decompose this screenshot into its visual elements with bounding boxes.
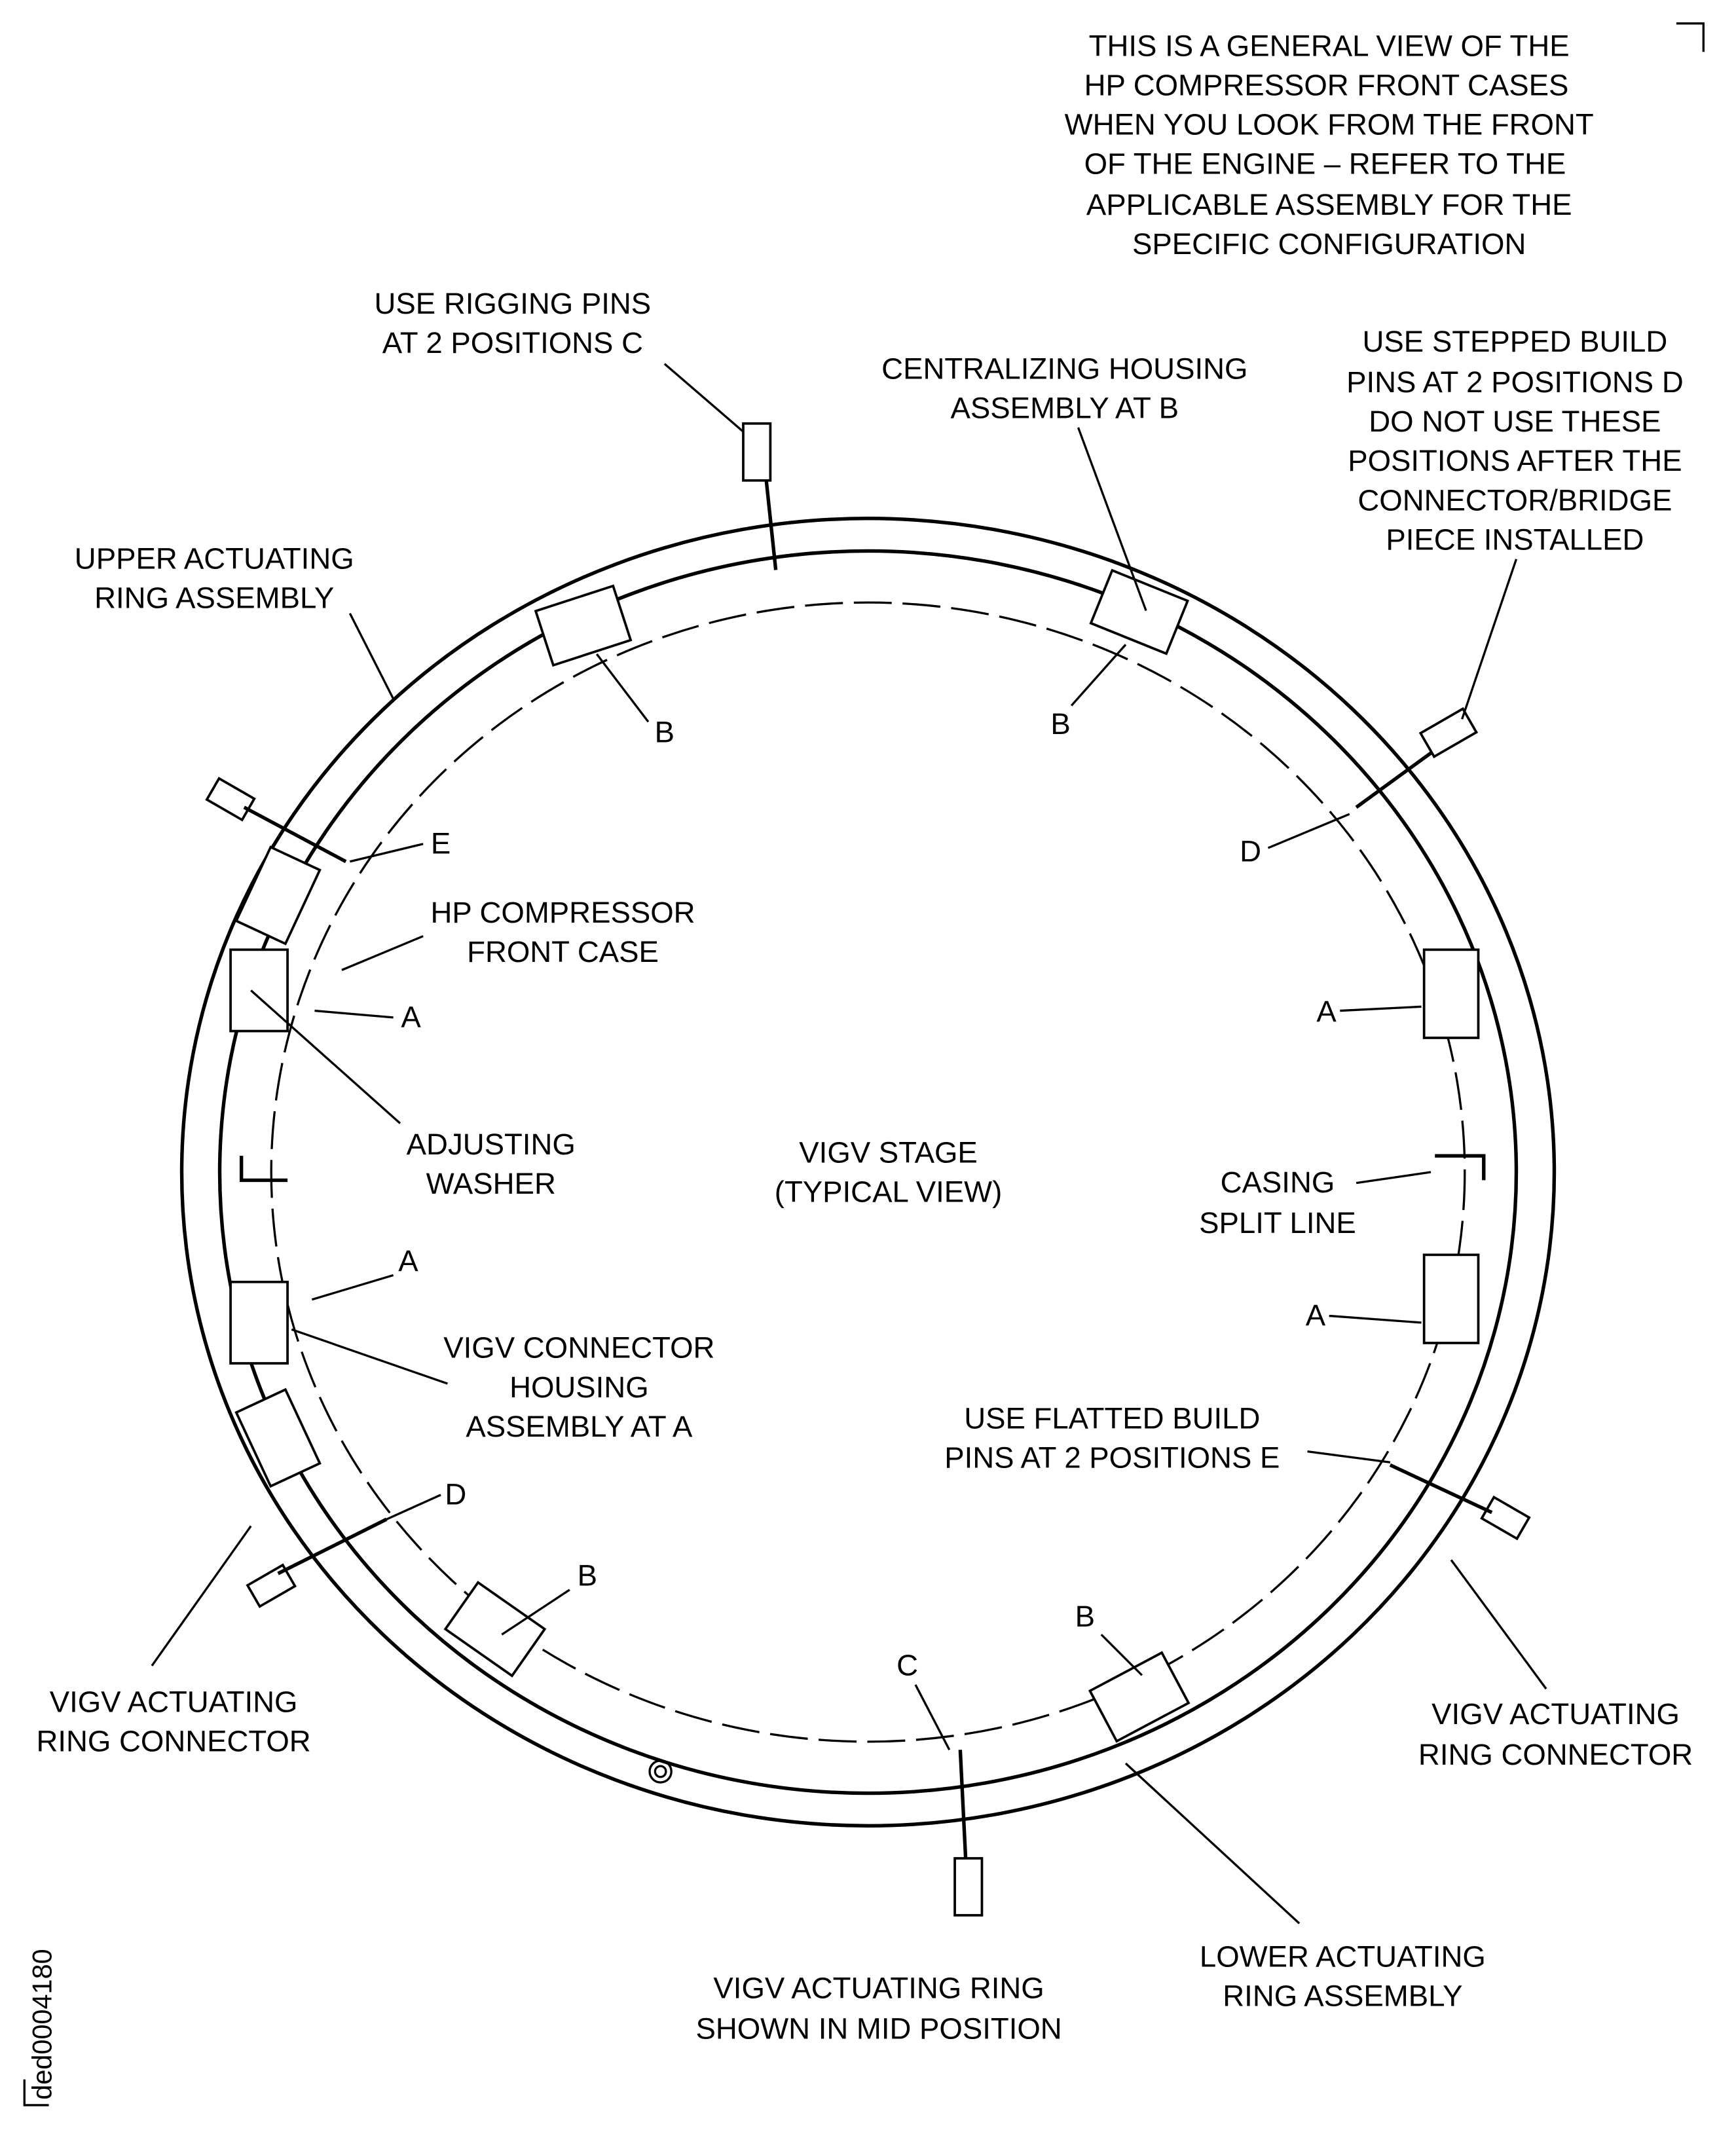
svg-text:PINS AT 2 POSITIONS E: PINS AT 2 POSITIONS E [944,1441,1280,1475]
svg-text:USE STEPPED BUILD: USE STEPPED BUILD [1363,325,1668,358]
callout-d: D [445,1477,466,1511]
svg-text:ASSEMBLY AT B: ASSEMBLY AT B [951,391,1179,424]
svg-text:ASSEMBLY AT A: ASSEMBLY AT A [466,1410,693,1443]
label-lower-ring: LOWER ACTUATING RING ASSEMBLY [1200,1940,1486,2013]
callout-b: B [1050,707,1070,741]
svg-text:SHOWN IN MID POSITION: SHOWN IN MID POSITION [695,2012,1062,2045]
callout-letters: B B E D A A A A D B C B [398,707,1337,1682]
svg-text:HP COMPRESSOR: HP COMPRESSOR [430,896,695,929]
label-split-line: CASING SPLIT LINE [1199,1166,1356,1240]
svg-text:PIECE INSTALLED: PIECE INSTALLED [1386,523,1644,556]
label-flatted-pins: USE FLATTED BUILD PINS AT 2 POSITIONS E [944,1401,1280,1474]
svg-text:HOUSING: HOUSING [509,1371,649,1404]
general-view-note: THIS IS A GENERAL VIEW OF THE HP COMPRES… [1065,29,1594,260]
svg-text:VIGV ACTUATING RING: VIGV ACTUATING RING [713,1971,1044,2004]
callout-a: A [1306,1298,1326,1332]
callout-b: B [1075,1600,1095,1633]
callout-a: A [398,1244,418,1278]
callout-e: E [431,826,451,860]
svg-text:RING ASSEMBLY: RING ASSEMBLY [94,581,334,614]
label-connector-housing: VIGV CONNECTOR HOUSING ASSEMBLY AT A [443,1331,714,1443]
callout-b: B [655,715,674,748]
svg-text:USE RIGGING PINS: USE RIGGING PINS [375,287,652,320]
svg-text:CENTRALIZING HOUSING: CENTRALIZING HOUSING [881,352,1247,385]
svg-text:VIGV CONNECTOR: VIGV CONNECTOR [443,1331,714,1365]
callout-a: A [1316,995,1337,1028]
corner-mark [23,2079,49,2106]
figure-id: ded0004180 [28,1949,58,2099]
svg-text:RING CONNECTOR: RING CONNECTOR [36,1724,310,1757]
svg-text:SPECIFIC CONFIGURATION: SPECIFIC CONFIGURATION [1132,227,1526,261]
label-stepped-pins: USE STEPPED BUILD PINS AT 2 POSITIONS D … [1346,325,1684,556]
svg-text:APPLICABLE ASSEMBLY FOR THE: APPLICABLE ASSEMBLY FOR THE [1086,188,1572,221]
svg-text:ADJUSTING: ADJUSTING [407,1128,576,1161]
label-vigv-stage: VIGV STAGE (TYPICAL VIEW) [775,1136,1003,1209]
label-centralizing-housing: CENTRALIZING HOUSING ASSEMBLY AT B [881,352,1247,424]
label-ring-connector-right: VIGV ACTUATING RING CONNECTOR [1418,1697,1693,1771]
svg-text:DO NOT USE THESE: DO NOT USE THESE [1369,405,1661,438]
actuating-ring [179,517,1557,1828]
corner-mark [1676,22,1705,52]
svg-text:THIS IS A GENERAL VIEW OF THE: THIS IS A GENERAL VIEW OF THE [1089,29,1570,62]
svg-text:USE FLATTED BUILD: USE FLATTED BUILD [964,1401,1260,1435]
label-rigging-pins: USE RIGGING PINS AT 2 POSITIONS C [375,287,652,359]
label-upper-ring: UPPER ACTUATING RING ASSEMBLY [75,542,354,614]
label-front-case: HP COMPRESSOR FRONT CASE [430,896,695,968]
centralizing-housings [229,568,1480,1743]
leader-lines [151,363,1547,1924]
svg-text:VIGV ACTUATING: VIGV ACTUATING [1431,1697,1680,1731]
callout-a: A [401,1000,421,1033]
svg-text:RING ASSEMBLY: RING ASSEMBLY [1223,1979,1462,2013]
callout-d: D [1240,835,1261,868]
svg-text:CONNECTOR/BRIDGE: CONNECTOR/BRIDGE [1357,483,1672,517]
svg-text:FRONT CASE: FRONT CASE [467,935,659,968]
callout-c: C [896,1648,918,1682]
svg-text:VIGV STAGE: VIGV STAGE [799,1136,978,1169]
svg-text:OF THE ENGINE – REFER TO THE: OF THE ENGINE – REFER TO THE [1084,147,1566,181]
label-adjusting-washer: ADJUSTING WASHER [407,1128,576,1200]
svg-text:UPPER ACTUATING: UPPER ACTUATING [75,542,354,575]
svg-text:POSITIONS AFTER THE: POSITIONS AFTER THE [1348,444,1682,477]
callout-b: B [578,1559,597,1592]
svg-text:CASING: CASING [1221,1166,1335,1199]
svg-text:AT 2 POSITIONS C: AT 2 POSITIONS C [382,326,643,359]
svg-text:(TYPICAL VIEW): (TYPICAL VIEW) [775,1175,1003,1209]
svg-text:RING CONNECTOR: RING CONNECTOR [1418,1738,1693,1771]
rigging-pins [205,422,1531,1917]
svg-text:SPLIT LINE: SPLIT LINE [1199,1206,1356,1240]
label-mid-position: VIGV ACTUATING RING SHOWN IN MID POSITIO… [695,1971,1062,2045]
svg-text:HP COMPRESSOR FRONT CASES: HP COMPRESSOR FRONT CASES [1084,69,1569,102]
label-ring-connector-left: VIGV ACTUATING RING CONNECTOR [36,1685,310,1757]
svg-text:LOWER ACTUATING: LOWER ACTUATING [1200,1940,1486,1974]
svg-text:WASHER: WASHER [426,1167,556,1200]
split-line-left [239,1156,288,1183]
svg-text:WHEN YOU LOOK FROM THE FRONT: WHEN YOU LOOK FROM THE FRONT [1065,108,1594,141]
svg-text:PINS AT 2 POSITIONS D: PINS AT 2 POSITIONS D [1346,365,1684,399]
split-line-right [1435,1154,1486,1181]
svg-text:VIGV ACTUATING: VIGV ACTUATING [50,1685,298,1718]
